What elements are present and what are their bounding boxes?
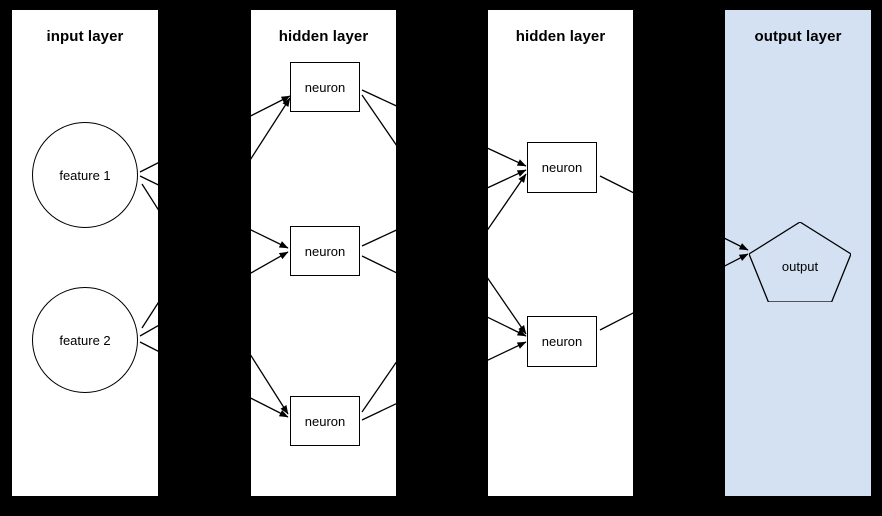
connection-edge [141, 301, 158, 329]
node-label: output [781, 258, 819, 274]
connection-edge [488, 341, 527, 361]
node-label: neuron [541, 159, 583, 175]
layer-title-hidden-1: hidden layer [278, 28, 369, 45]
connection-edge [139, 162, 158, 173]
connection-edge [141, 183, 158, 211]
connection-edge [361, 361, 396, 413]
connection-edge [599, 312, 633, 331]
connection-edge [725, 237, 749, 251]
connection-edge [488, 277, 527, 335]
connection-edge [488, 147, 527, 167]
connection-edge [251, 397, 289, 418]
connection-edge [488, 169, 527, 189]
connection-edge [599, 175, 633, 194]
connection-edge [488, 316, 527, 337]
connection-edge [361, 255, 396, 274]
connection-edge [251, 229, 289, 249]
node-pentagon-output[interactable]: output [749, 222, 851, 302]
layer-panel-hidden-2: hidden layer neuron neuron [488, 10, 633, 496]
connection-edge [251, 354, 289, 415]
connection-edge [251, 97, 291, 160]
connection-wires [139, 162, 158, 352]
connection-edge [251, 251, 289, 274]
connection-edge [139, 175, 158, 186]
node-label: neuron [541, 333, 583, 349]
layer-panel-output: output layer output [725, 10, 871, 496]
connection-edge [725, 253, 749, 267]
connection-edge [361, 94, 396, 146]
pentagon-outline [749, 222, 851, 302]
node-circle-feature-2[interactable]: feature 2 [32, 287, 138, 393]
node-circle-feature-1[interactable]: feature 1 [32, 122, 138, 228]
connection-edge [361, 89, 396, 107]
layer-title-output: output layer [754, 28, 842, 45]
connection-wires [488, 147, 633, 361]
layer-panel-hidden-1: hidden layer neuron neuron neuron [251, 10, 396, 496]
node-label: neuron [304, 79, 346, 95]
layer-title-hidden-2: hidden layer [515, 28, 606, 45]
connection-edge [251, 95, 291, 117]
node-box-neuron[interactable]: neuron [290, 396, 360, 446]
node-box-neuron[interactable]: neuron [290, 62, 360, 112]
node-label: neuron [304, 413, 346, 429]
node-box-neuron[interactable]: neuron [527, 141, 597, 193]
node-box-neuron[interactable]: neuron [290, 226, 360, 276]
layer-panel-input: input layer feature 1 feature 2 [12, 10, 158, 496]
connection-edge [361, 229, 396, 247]
node-label: feature 2 [59, 332, 111, 348]
connection-edge [361, 403, 396, 421]
connection-edge [488, 173, 527, 231]
node-label: neuron [304, 243, 346, 259]
node-box-neuron[interactable]: neuron [527, 315, 597, 367]
layer-title-input: input layer [46, 28, 124, 45]
connection-edge [139, 325, 158, 337]
node-label: feature 1 [59, 167, 111, 183]
connection-edge [139, 341, 158, 352]
